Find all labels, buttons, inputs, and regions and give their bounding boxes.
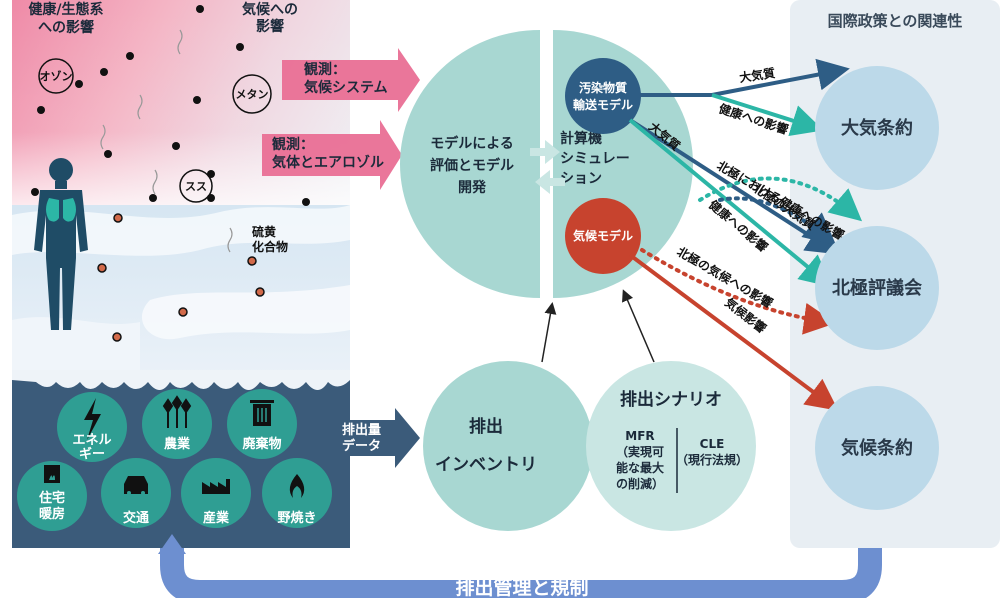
scenario: 排出シナリオ MFR （実現可 能な最大 の削減） CLE （現行法規） (586, 361, 756, 531)
inventory-label-1: 排出 (469, 416, 503, 437)
inventory: 排出 インベントリ (423, 361, 593, 531)
sector-transport[interactable]: 交通 (101, 458, 171, 528)
model-eval-label-3: 開発 (458, 179, 487, 196)
ozone-label: オゾン (40, 69, 73, 83)
sector-agriculture[interactable]: 農業 (142, 389, 212, 459)
sulfur-label-2: 化合物 (252, 239, 288, 254)
to-eval-arrow (535, 170, 565, 194)
scenario-mfr-1: MFR (625, 429, 654, 443)
agriculture-label: 農業 (164, 436, 191, 452)
simulation-label-1: 計算機 (560, 130, 602, 147)
arctic-council[interactable]: 北極評議会 (815, 226, 939, 350)
transport-model: 汚染物質 輸送モデル (565, 58, 641, 134)
soot-label: スス (185, 180, 207, 193)
scenario-title: 排出シナリオ (620, 389, 722, 410)
model-eval-label-2: 評価とモデル (430, 157, 514, 174)
policy-header: 国際政策との関連性 (828, 12, 963, 30)
sector-residential[interactable]: 住宅 暖房 (17, 461, 87, 531)
soot-molecule: スス (179, 169, 213, 203)
climate-convention-label: 気候条約 (841, 437, 913, 459)
scenario-mfr-4: の削減） (616, 476, 664, 491)
simulation-label-3: ション (560, 171, 602, 187)
dotted-arrows (640, 176, 863, 335)
atmosphere-panel (12, 0, 350, 375)
transport-model-label-2: 輸送モデル (573, 97, 633, 112)
black-particles (31, 5, 310, 206)
model-eval: モデルによる 評価とモデル 開発 (400, 30, 540, 298)
smoke-wisps (100, 29, 233, 253)
red-particles (97, 213, 265, 342)
health-label-2: への影響 (38, 19, 94, 36)
emission-data-label-1: 排出量 (342, 422, 381, 438)
residential-label-2: 暖房 (39, 506, 65, 522)
methane-label: メタン (236, 88, 269, 101)
transport-model-label-1: 汚染物質 (579, 80, 627, 95)
sector-industry[interactable]: 産業 (181, 458, 251, 528)
inventory-to-sim-arrow (541, 302, 557, 363)
control-bar-label: 排出管理と規制 (455, 576, 588, 598)
energy-label-1: エネル (72, 433, 111, 448)
emission-data-arrow: 排出量 データ (333, 408, 420, 468)
obs-gas-arrow: 観測： 気体とエアロゾル (262, 120, 402, 190)
scenario-cle-1: CLE (700, 437, 725, 451)
transport-label: 交通 (123, 510, 149, 526)
waste-label: 廃棄物 (241, 436, 281, 452)
industry-label: 産業 (203, 510, 230, 526)
control-feedback-bar: 排出管理と規制 (158, 534, 882, 598)
health-label-1: 健康/生態系 (28, 1, 103, 18)
methane-molecule: メタン (232, 74, 272, 114)
scenario-cle-2: （現行法規） (676, 452, 748, 467)
inventory-label-2: インベントリ (435, 455, 537, 475)
arrow-label-health-top: 健康への影響 (717, 101, 790, 138)
sector-waste[interactable]: 廃棄物 (227, 389, 297, 459)
obs-gas-label-2: 気体とエアロゾル (272, 154, 384, 171)
output-arrows (628, 58, 850, 411)
scenario-to-sim-arrow (622, 289, 655, 363)
climate-model-label: 気候モデル (573, 228, 633, 243)
model-eval-label-1: モデルによる (430, 135, 514, 152)
simulation-label-2: シミュレー (560, 151, 630, 167)
sulfur-label-1: 硫黄 (252, 224, 276, 239)
obs-climate-label-2: 気候システム (304, 79, 388, 96)
climate-convention[interactable]: 気候条約 (815, 386, 939, 510)
burning-label: 野焼き (277, 510, 316, 526)
obs-climate-label-1: 観測： (304, 61, 346, 78)
sector-energy[interactable]: エネル ギー (57, 392, 127, 462)
scenario-mfr-3: 能な最大 (616, 460, 664, 475)
air-convention-label: 大気条約 (841, 117, 913, 139)
arrow-label-air-top: 大気質 (738, 65, 776, 85)
sector-burning[interactable]: 野焼き (262, 458, 332, 528)
residential-label-1: 住宅 (39, 490, 65, 506)
air-convention[interactable]: 大気条約 (815, 66, 939, 190)
obs-climate-arrow: 観測： 気候システム (282, 48, 420, 112)
emission-data-label-2: データ (342, 438, 381, 454)
scenario-mfr-2: （実現可 (616, 444, 664, 459)
ozone-molecule: オゾン (38, 58, 74, 94)
human-figure (34, 158, 88, 330)
to-simulation-arrow (530, 140, 560, 164)
climate-model: 気候モデル (565, 198, 641, 274)
climate-label-1: 気候への (242, 1, 298, 18)
obs-gas-label-1: 観測： (272, 136, 314, 153)
climate-label-2: 影響 (256, 18, 284, 35)
energy-label-2: ギー (79, 446, 105, 462)
arctic-council-label: 北極評議会 (832, 277, 922, 299)
